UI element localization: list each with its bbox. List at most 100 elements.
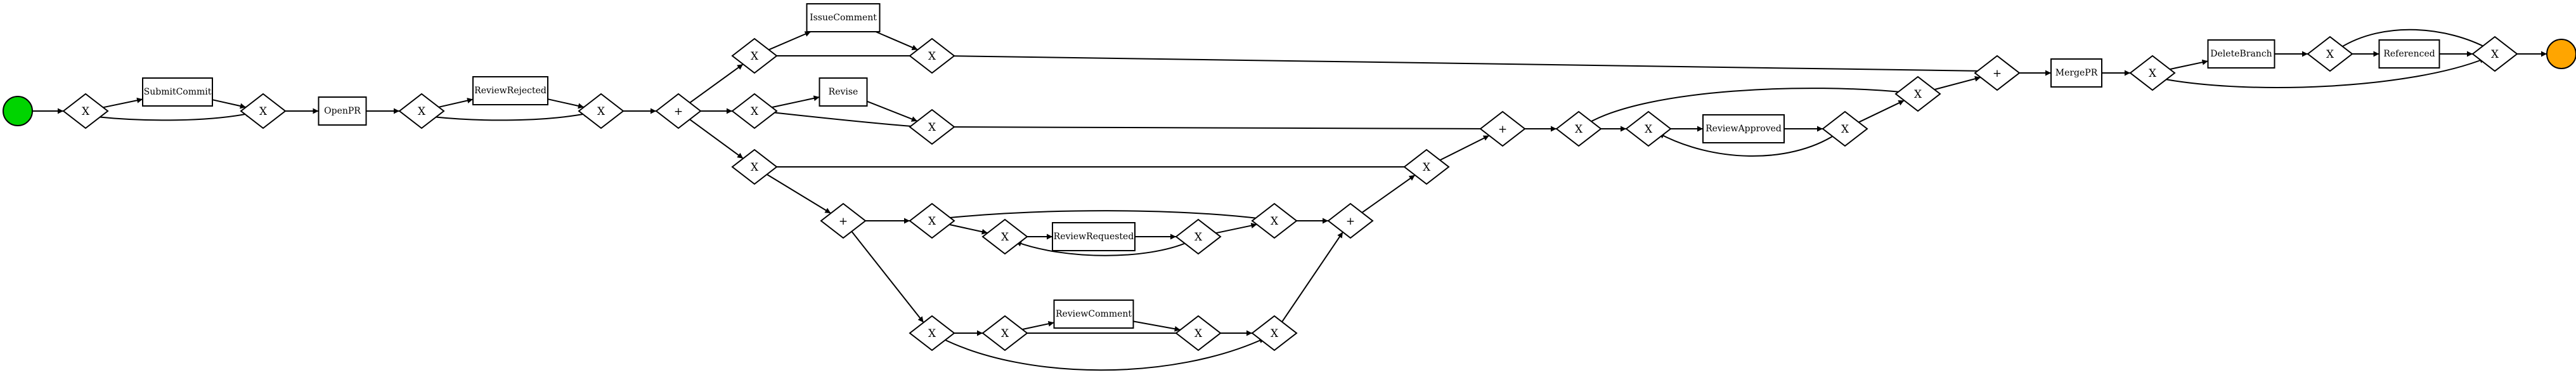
gateway-label: X xyxy=(928,215,936,228)
task-box xyxy=(2378,39,2440,69)
edge-submitcommit-to-g2 xyxy=(212,99,247,109)
exclusive-gateway-g23: X xyxy=(2129,55,2176,91)
gateway-label: X xyxy=(1001,231,1009,244)
gateway-diamond xyxy=(240,93,287,129)
edge-g3-to-reviewrejected xyxy=(438,98,474,108)
gateway-label: X xyxy=(928,50,936,63)
edge-g10-to-g11 xyxy=(949,223,988,235)
gateway-label: X xyxy=(751,105,759,118)
gateway-label: X xyxy=(1575,123,1583,136)
gateway-diamond xyxy=(1327,202,1374,239)
edge-p2-to-g14 xyxy=(851,231,924,323)
gateway-label: X xyxy=(1271,327,1279,340)
task-reviewcomment: ReviewComment xyxy=(1053,299,1134,329)
parallel-gateway-p3: + xyxy=(1327,202,1374,239)
edge-g10-to-g13 xyxy=(943,210,1264,221)
gateway-label: X xyxy=(2326,48,2334,61)
gateway-diamond xyxy=(1175,218,1222,255)
edge-g18-to-p4 xyxy=(1439,135,1490,161)
task-box xyxy=(2050,58,2102,88)
gateway-diamond xyxy=(731,148,778,185)
gateway-label: X xyxy=(928,327,936,340)
end-event xyxy=(2546,39,2576,69)
gateway-diamond xyxy=(1175,315,1222,352)
gateway-label: + xyxy=(839,215,848,228)
task-submitcommit: SubmitCommit xyxy=(142,77,213,107)
gateway-label: X xyxy=(1841,123,1849,136)
exclusive-gateway-g6: X xyxy=(909,37,955,74)
exclusive-gateway-g16: X xyxy=(1175,315,1222,352)
task-referenced: Referenced xyxy=(2378,39,2440,69)
exclusive-gateway-g19: X xyxy=(1555,110,1602,147)
gateway-label: X xyxy=(751,161,759,174)
edge-reviewcomment-to-g16 xyxy=(1133,320,1181,332)
task-label: ReviewApproved xyxy=(1705,124,1782,134)
gateway-diamond xyxy=(981,218,1028,255)
task-mergepr: MergePR xyxy=(2050,58,2102,88)
gateway-label: X xyxy=(82,105,90,118)
gateway-diamond xyxy=(2471,36,2518,72)
task-reviewrequested: ReviewRequested xyxy=(1052,222,1136,251)
task-label: MergePR xyxy=(2055,68,2098,78)
edge-p1-to-g5 xyxy=(689,63,744,103)
gateway-label: X xyxy=(597,105,605,118)
gateway-label: X xyxy=(1194,231,1203,244)
gateway-label: X xyxy=(259,105,268,118)
task-box xyxy=(472,76,548,105)
task-reviewapproved: ReviewApproved xyxy=(1702,114,1785,143)
edge-g1-to-g2 xyxy=(96,111,252,121)
parallel-gateway-p2: + xyxy=(820,202,867,239)
task-label: SubmitCommit xyxy=(144,87,212,97)
gateway-label: X xyxy=(751,50,759,63)
edge-g19-to-g22 xyxy=(1588,88,1908,124)
gateway-label: X xyxy=(2149,67,2157,80)
gateway-diamond xyxy=(909,315,955,352)
exclusive-gateway-g10: X xyxy=(909,202,955,239)
edge-g23-to-deletebranch xyxy=(2170,59,2208,70)
start-event-circle xyxy=(3,96,33,126)
gateway-diamond xyxy=(731,93,778,129)
gateway-label: X xyxy=(1001,327,1009,340)
exclusive-gateway-g11: X xyxy=(981,218,1028,255)
edge-g12-to-g13 xyxy=(1215,223,1257,234)
edge-p1-to-g9 xyxy=(689,119,744,159)
edge-g3-to-g4 xyxy=(432,111,590,121)
exclusive-gateway-g21: X xyxy=(1822,110,1868,147)
edge-g9-to-p2 xyxy=(767,174,831,214)
exclusive-gateway-g1: X xyxy=(62,93,109,129)
edge-g5-to-issuecomment xyxy=(768,31,812,51)
exclusive-gateway-g20: X xyxy=(1625,110,1672,147)
gateway-label: X xyxy=(1914,88,1922,101)
parallel-gateway-p4: + xyxy=(1479,110,1526,147)
gateway-label: X xyxy=(418,105,426,118)
task-label: DeleteBranch xyxy=(2210,49,2272,59)
exclusive-gateway-g3: X xyxy=(398,93,445,129)
gateway-diamond xyxy=(820,202,867,239)
edge-g21-to-g20 xyxy=(1658,133,1836,157)
gateway-diamond xyxy=(398,93,445,129)
task-label: ReviewRequested xyxy=(1054,232,1134,242)
gateway-diamond xyxy=(909,109,955,145)
task-box xyxy=(806,3,881,32)
edge-reviewrejected-to-g4 xyxy=(547,98,585,109)
gateway-diamond xyxy=(909,37,955,74)
exclusive-gateway-g22: X xyxy=(1894,76,1941,112)
gateway-diamond xyxy=(1555,110,1602,147)
gateway-diamond xyxy=(1894,76,1941,112)
edge-g8-to-g7 xyxy=(765,109,921,128)
gateway-label: + xyxy=(674,105,683,118)
task-box xyxy=(318,96,367,126)
exclusive-gateway-g5: X xyxy=(731,37,778,74)
exclusive-gateway-g13: X xyxy=(1251,202,1298,239)
task-issuecomment: IssueComment xyxy=(806,3,881,32)
task-box xyxy=(819,77,868,107)
task-box xyxy=(142,77,213,107)
gateway-diamond xyxy=(1625,110,1672,147)
gateway-diamond xyxy=(1822,110,1868,147)
task-reviewrejected: ReviewRejected xyxy=(472,76,548,105)
gateway-diamond xyxy=(981,315,1028,352)
task-label: IssueComment xyxy=(810,13,877,23)
gateway-label: X xyxy=(1645,123,1653,136)
end-event-circle xyxy=(2546,39,2576,69)
